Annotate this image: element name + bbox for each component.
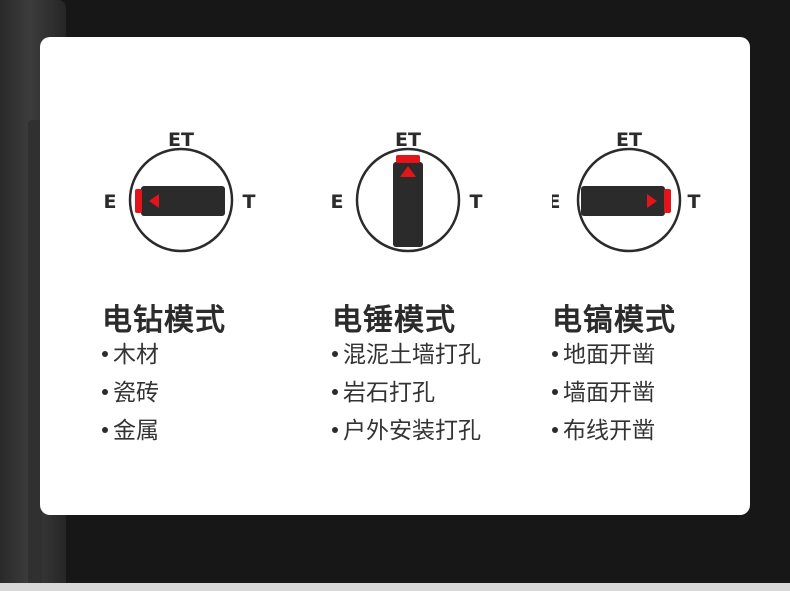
bullet-dot-icon (332, 350, 338, 357)
mode-title: 电锤模式 (332, 303, 456, 338)
dial-indicator-bar (664, 189, 671, 213)
dial-label-left: E (104, 191, 117, 213)
list-item-label: 岩石打孔 (343, 380, 435, 406)
bullet-dot-icon (552, 426, 558, 433)
dial-indicator-bar (396, 155, 420, 163)
list-item: 地面开凿 (552, 340, 655, 378)
mode-drill: ET E T 电钻模式 木材 瓷砖 金属 (102, 37, 332, 515)
list-item: 布线开凿 (552, 416, 655, 454)
list-item-label: 金属 (113, 418, 159, 444)
mode-selector-dial-pick: ET E T (552, 129, 701, 253)
list-item-label: 布线开凿 (563, 418, 655, 444)
list-item-label: 混泥土墙打孔 (343, 342, 481, 368)
background-tool-edge (28, 120, 42, 590)
mode-selector-dial-drill: ET E T (104, 129, 256, 253)
list-item: 岩石打孔 (332, 378, 481, 416)
dial-label-left: E (552, 191, 560, 213)
dial-indicator-bar (135, 189, 142, 213)
dial-label-top: ET (395, 129, 421, 151)
left-arrow-icon (149, 194, 159, 208)
dial-label-right: T (688, 191, 701, 213)
mode-title: 电镐模式 (552, 303, 676, 338)
dial-label-top: ET (168, 129, 194, 151)
background-bottom-strip (0, 583, 790, 591)
mode-hammer: ET E T 电锤模式 混泥土墙打孔 岩石打孔 户外安装打孔 (332, 37, 562, 515)
list-item-label: 木材 (113, 342, 159, 368)
mode-title: 电钻模式 (102, 303, 226, 338)
list-item: 混泥土墙打孔 (332, 340, 481, 378)
mode-pick: ET E T 电镐模式 地面开凿 墙面开凿 布线开凿 (552, 37, 782, 515)
bullet-dot-icon (102, 426, 108, 433)
dial-label-right: T (470, 191, 483, 213)
right-arrow-icon (647, 194, 657, 208)
bullet-dot-icon (552, 350, 558, 357)
mode-use-list: 木材 瓷砖 金属 (102, 340, 159, 454)
list-item-label: 瓷砖 (113, 380, 159, 406)
mode-selector-dial-hammer: ET E T (332, 129, 483, 253)
dial-knob (141, 186, 225, 216)
dial-knob (581, 186, 665, 216)
list-item: 户外安装打孔 (332, 416, 481, 454)
mode-use-list: 混泥土墙打孔 岩石打孔 户外安装打孔 (332, 340, 481, 454)
dial-label-top: ET (616, 129, 642, 151)
bullet-dot-icon (102, 388, 108, 395)
list-item: 瓷砖 (102, 378, 159, 416)
dial-knob (393, 162, 423, 247)
bullet-dot-icon (332, 426, 338, 433)
bullet-dot-icon (332, 388, 338, 395)
mode-card: ET E T 电钻模式 木材 瓷砖 金属 ET E T 电锤模式 混泥土墙打孔 … (40, 37, 750, 515)
dial-label-left: E (332, 191, 343, 213)
list-item: 木材 (102, 340, 159, 378)
mode-use-list: 地面开凿 墙面开凿 布线开凿 (552, 340, 655, 454)
bullet-dot-icon (102, 350, 108, 357)
bullet-dot-icon (552, 388, 558, 395)
dial-label-right: T (243, 191, 256, 213)
list-item: 金属 (102, 416, 159, 454)
list-item: 墙面开凿 (552, 378, 655, 416)
list-item-label: 地面开凿 (563, 342, 655, 368)
up-arrow-icon (400, 166, 416, 177)
list-item-label: 户外安装打孔 (343, 418, 481, 444)
list-item-label: 墙面开凿 (563, 380, 655, 406)
